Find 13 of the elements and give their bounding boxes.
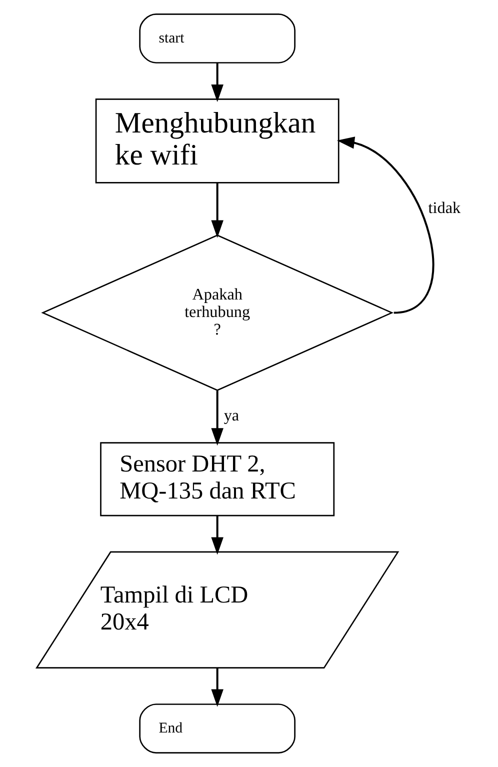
node-box: End — [138, 704, 295, 754]
arrow — [210, 62, 223, 102]
arrow — [336, 136, 434, 314]
node-box: Menghubungkan ke wifi — [94, 98, 339, 184]
arrow — [210, 668, 223, 707]
node-box: Sensor DHT 2, MQ-135 dan RTC — [100, 442, 334, 516]
arrow — [210, 182, 223, 238]
edge-label: tidak — [428, 200, 460, 218]
node-box: start — [138, 14, 295, 64]
node-diamond: Apakah terhubung ? — [40, 234, 394, 391]
arrow — [210, 516, 223, 555]
arrow — [210, 390, 223, 446]
edge-label: ya — [223, 408, 239, 425]
